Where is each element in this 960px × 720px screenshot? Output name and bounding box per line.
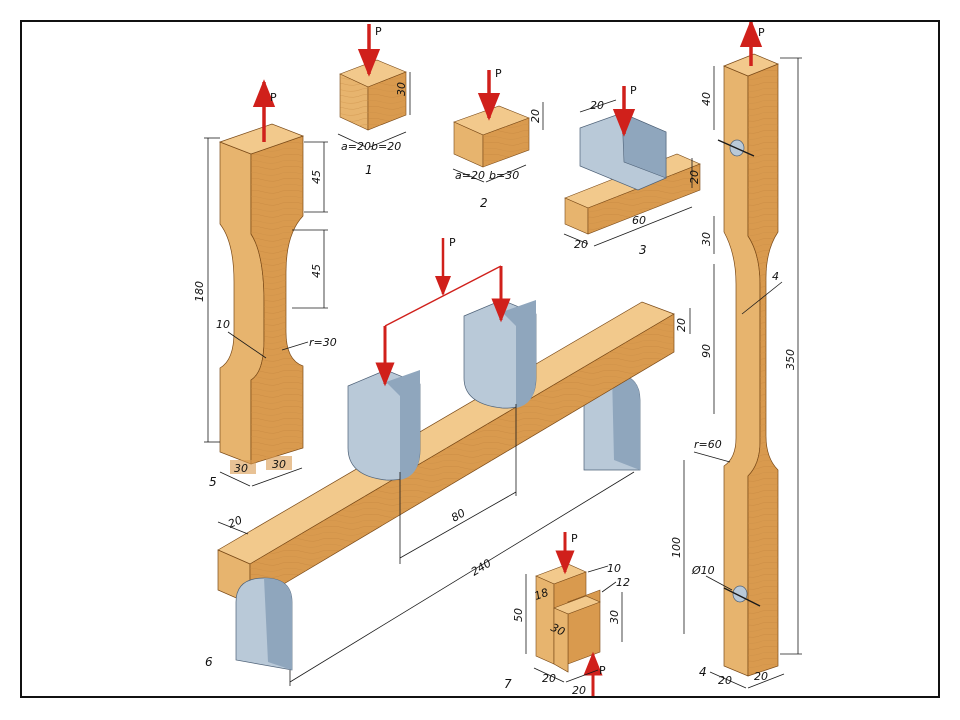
specimen-5-number: 5 [209,475,217,489]
spec4-dim-radius: r=60 [694,438,722,451]
spec6-dim-height: 20 [675,318,688,332]
spec6-dim-width: 20 [226,513,244,530]
specimen-5-top [218,123,305,155]
spec7-dim-20-b: 20 [572,684,586,696]
spec1-dim-height: 30 [395,82,408,96]
spec4-dim-hole: Ø10 [691,564,715,577]
specimen-2: P 20 a=20 b=30 2 [452,67,544,210]
spec7-dim-30-side: 30 [608,610,621,624]
spec4-dim-20-b: 20 [754,670,768,683]
specimen-4: P 40 30 4 90 350 r=60 100 Ø10 20 20 4 [670,22,802,689]
spec1-dim-b: b=20 [371,140,401,153]
spec7-dim-50: 50 [512,608,525,622]
specimen-7-number: 7 [504,677,512,691]
spec5-dim-width-a: 30 [234,462,248,475]
specimen-1-number: 1 [365,163,373,177]
spec5-dim-mid-45: 45 [310,264,323,278]
spec4-dim-40: 40 [700,92,713,106]
spec3-dim-height: 20 [688,170,701,184]
specimen-3-number: 3 [639,243,647,257]
spec5-dim-length-180: 180 [193,281,206,302]
spec2-dim-height: 20 [529,109,542,123]
force-label-7-bottom: P [599,664,606,677]
force-label-1: P [375,25,382,38]
spec4-dim-100: 100 [670,537,683,558]
force-label-4: P [758,26,765,39]
specimen-4-number: 4 [699,665,707,679]
spec7-dim-30-diag: 30 [549,621,567,639]
spec4-dim-4: 4 [772,270,779,283]
spec2-dim-a: a=20 [455,169,485,182]
force-label-2: P [495,67,502,80]
spec7-dim-18: 18 [533,586,551,603]
force-label-6: P [449,236,456,249]
wood-specimen-diagram: P 30 a=20 b=20 1 P 20 a=20 b=30 2 P 20 [193,22,802,696]
spec7-dim-20-a: 20 [542,672,556,685]
spec5-dim-width-b: 30 [272,458,286,471]
specimen-1: P 30 a=20 b=20 1 [337,24,411,177]
spec7-dim-12: 12 [616,576,630,589]
specimen-3: P 20 20 60 20 3 [563,84,701,257]
spec7-dim-10: 10 [607,562,621,575]
specimen-7: P P 10 12 18 50 30 30 20 20 7 [504,532,630,696]
specimen-5: P 45 45 180 10 r=30 30 30 5 [193,79,337,489]
spec3-dim-pad: 20 [590,99,604,112]
spec5-dim-radius: r=30 [309,336,337,349]
specimen-2-number: 2 [480,196,488,210]
force-label-5: P [270,91,277,104]
specimen-6-number: 6 [205,655,213,669]
spec6-dim-80: 80 [449,506,468,524]
spec3-dim-width: 20 [574,238,588,251]
load-spreader [384,265,502,327]
force-label-7-top: P [571,532,578,545]
figure-frame: P 30 a=20 b=20 1 P 20 a=20 b=30 2 P 20 [20,20,940,698]
specimen-6: P 20 20 80 240 6 [205,236,691,686]
spec4-dim-350: 350 [784,349,797,370]
spec5-dim-top-45: 45 [310,170,323,184]
spec4-dim-30: 30 [700,232,713,246]
spec2-dim-b: b=30 [489,169,519,182]
force-label-3: P [630,84,637,97]
spec4-dim-90: 90 [700,344,713,358]
spec3-dim-length: 60 [632,214,646,227]
spec5-dim-neck-10: 10 [216,318,230,331]
spec1-dim-a: a=20 [341,140,371,153]
